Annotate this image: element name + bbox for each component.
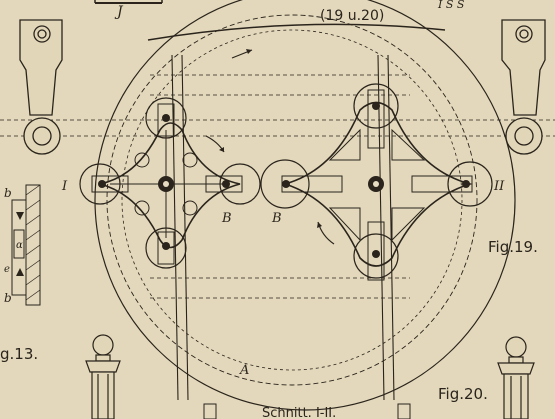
left-cross-plate xyxy=(79,97,261,269)
fig20-label: Fig.20. xyxy=(438,385,488,403)
fig13-label: g.13. xyxy=(0,345,38,363)
label-side-b-top: b xyxy=(4,186,12,200)
vertical-shafts xyxy=(171,54,395,401)
guide-lines xyxy=(0,74,555,299)
corner-marks: I S S xyxy=(437,0,465,11)
label-side-alpha: α xyxy=(16,240,23,251)
figure-reference: (19 u.20) xyxy=(320,8,384,24)
label-right-roman: II xyxy=(493,179,505,194)
bottom-stubs xyxy=(203,403,411,419)
right-post xyxy=(497,336,535,419)
outer-wheel xyxy=(94,0,516,411)
fig13-section: b b α e xyxy=(4,184,41,306)
right-rod-detail xyxy=(501,19,546,155)
right-cross-plate xyxy=(260,83,493,281)
top-letter: J xyxy=(114,4,124,20)
label-left-roman: I xyxy=(61,179,68,194)
label-side-b-bottom: b xyxy=(4,291,12,305)
fig19-label: Fig.19. xyxy=(488,238,538,256)
section-caption: Schnitt. I-II. xyxy=(262,406,336,419)
top-header-box: J xyxy=(94,0,163,20)
label-side-e: e xyxy=(4,264,10,275)
label-a: A xyxy=(239,363,249,378)
left-rod-detail xyxy=(19,19,63,155)
label-right-b: B xyxy=(271,211,282,226)
left-post xyxy=(85,334,121,419)
label-left-b: B xyxy=(221,211,232,226)
